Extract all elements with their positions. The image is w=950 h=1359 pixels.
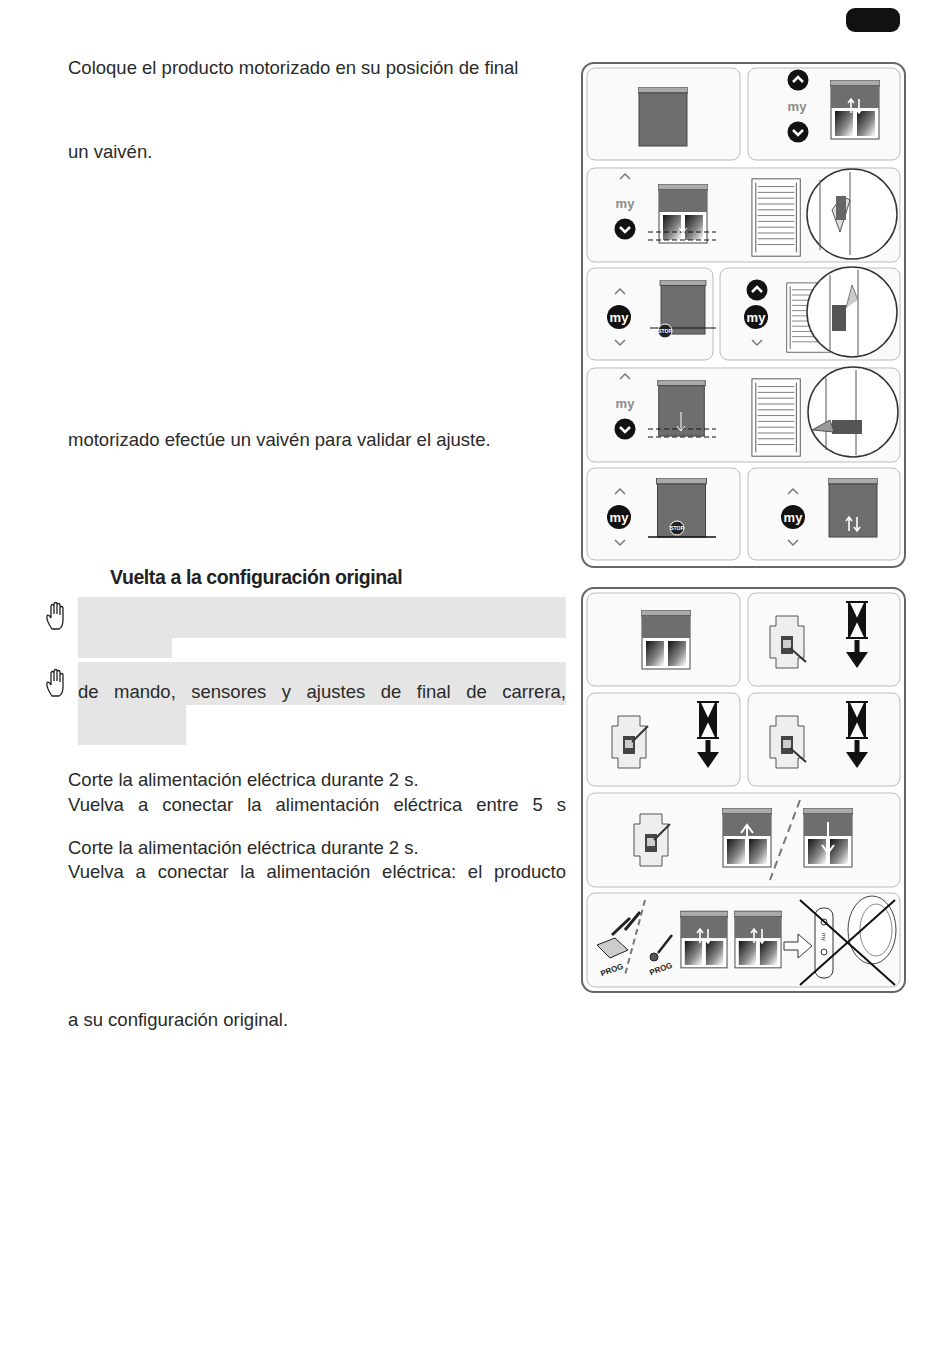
body-text: motorizado efectúe un vaivén para valida…: [68, 429, 491, 451]
body-text: Vuelva a conectar la alimentación eléctr…: [68, 794, 566, 816]
button-label: my: [788, 99, 807, 114]
button-label: my: [610, 510, 629, 525]
note-text: de mando, sensores y ajustes de final de…: [78, 681, 566, 703]
stop-label: STOP: [670, 525, 684, 531]
button-label: my: [821, 933, 827, 941]
body-text: Corte la alimentación eléctrica durante …: [68, 837, 419, 859]
button-label: my: [616, 396, 635, 411]
body-text: un vaivén.: [68, 141, 152, 163]
body-text: a su configuración original.: [68, 1009, 288, 1031]
body-text: Coloque el producto motorizado en su pos…: [68, 57, 518, 79]
stop-label: STOP: [658, 328, 672, 334]
body-text: Corte la alimentación eléctrica durante …: [68, 769, 419, 791]
button-label: my: [610, 310, 629, 325]
note-band: de mando, sensores y ajustes de final de…: [78, 662, 566, 705]
button-label: my: [784, 510, 803, 525]
button-label: my: [616, 196, 635, 211]
section-heading: Vuelta a la configuración original: [110, 566, 402, 589]
button-label: my: [747, 310, 766, 325]
body-text: Vuelva a conectar la alimentación eléctr…: [68, 861, 566, 883]
